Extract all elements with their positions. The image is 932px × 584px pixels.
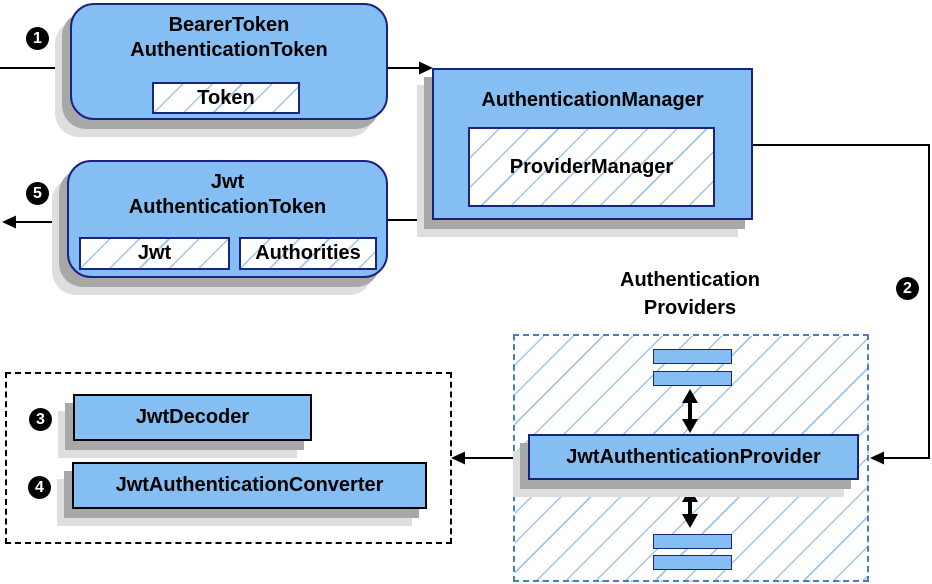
provider-placeholder-bar xyxy=(653,371,732,386)
arrow-manager-to-provider xyxy=(753,144,930,465)
authorities-field: Authorities xyxy=(239,237,377,270)
node-authentication-manager: AuthenticationManager ProviderManager xyxy=(432,68,753,220)
jwt-token-title: Jwt AuthenticationToken xyxy=(69,170,386,220)
node-jwt-authentication-converter: JwtAuthenticationConverter xyxy=(72,462,427,509)
arrow-provider-to-decoder xyxy=(451,451,528,465)
bearer-token-title-line1: BearerToken xyxy=(168,14,290,36)
step-5-badge: 5 xyxy=(26,182,49,205)
double-arrow-provider-bottom xyxy=(682,488,698,528)
jwt-field: Jwt xyxy=(79,237,230,270)
node-jwt-decoder: JwtDecoder xyxy=(73,394,312,441)
node-jwt-authentication-provider: JwtAuthenticationProvider xyxy=(528,434,859,480)
arrow-outgoing-jwt-token xyxy=(2,215,60,229)
token-field: Token xyxy=(152,82,300,114)
bearer-token-title: BearerToken AuthenticationToken xyxy=(72,13,386,63)
authentication-providers-label-line2: Providers xyxy=(643,297,737,319)
provider-placeholder-bar xyxy=(653,349,732,364)
step-2-badge: 2 xyxy=(896,277,919,300)
provider-manager-field: ProviderManager xyxy=(468,127,715,207)
node-jwt-authentication-token: Jwt AuthenticationToken Jwt Authorities xyxy=(67,160,388,278)
authentication-manager-title: AuthenticationManager xyxy=(481,89,704,111)
step-3-badge: 3 xyxy=(29,408,52,431)
authentication-providers-label: Authentication Providers xyxy=(560,266,820,322)
provider-placeholder-bar xyxy=(653,555,732,570)
arrow-bearer-to-manager xyxy=(388,61,433,75)
provider-placeholder-bar xyxy=(653,534,732,549)
node-bearer-token-authentication-token: BearerToken AuthenticationToken Token xyxy=(70,3,388,120)
jwt-token-title-line1: Jwt xyxy=(210,171,245,193)
jwt-token-title-line2: AuthenticationToken xyxy=(128,196,327,218)
step-1-badge: 1 xyxy=(26,27,49,50)
authentication-providers-label-line1: Authentication xyxy=(620,269,760,291)
double-arrow-provider-top xyxy=(682,389,698,433)
bearer-token-title-line2: AuthenticationToken xyxy=(130,39,328,61)
step-4-badge: 4 xyxy=(28,476,51,499)
